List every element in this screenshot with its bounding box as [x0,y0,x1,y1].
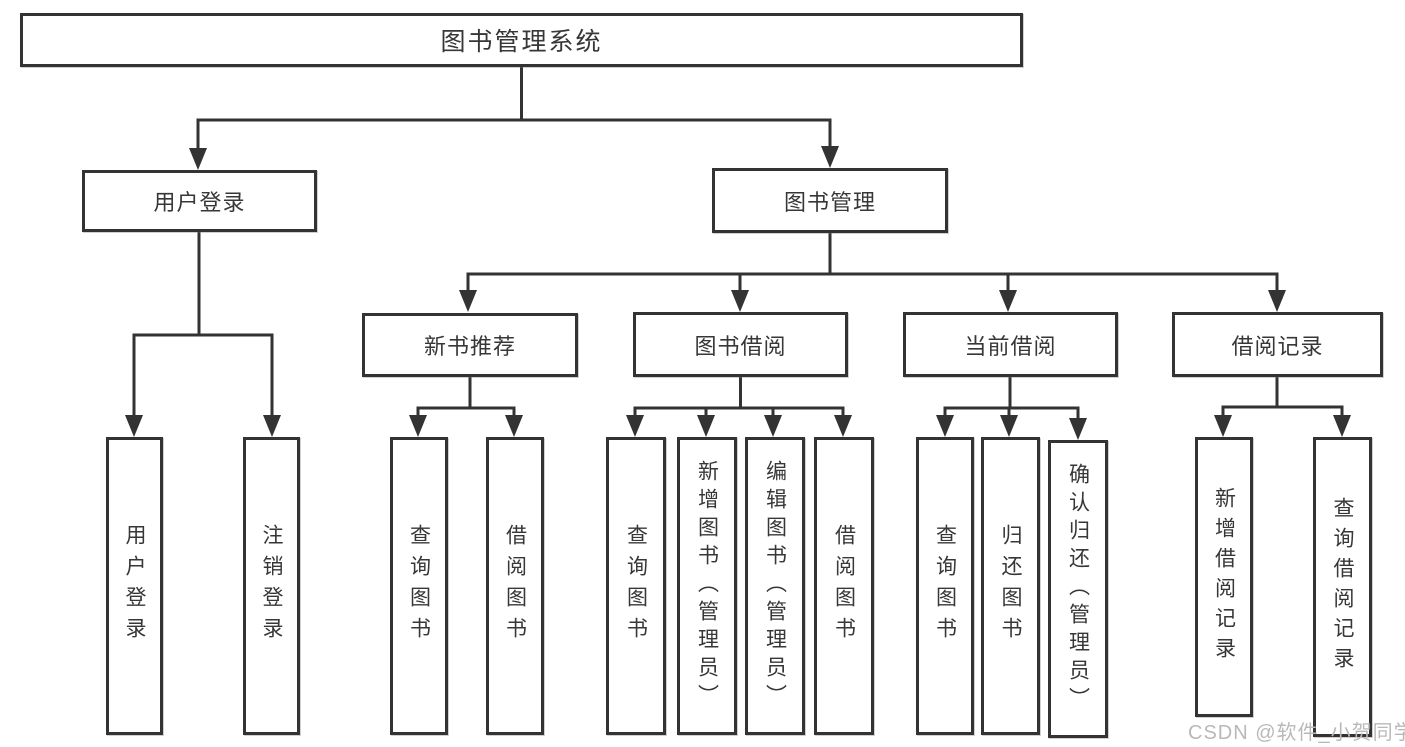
arrowheads [125,146,1351,440]
leaf-add-books-admin: 新增图书（管理员） [677,437,737,735]
leaf-logout-label: 注销登录 [260,524,283,648]
node-borrow-records-label: 借阅记录 [1231,333,1324,359]
node-user-login-label: 用户登录 [153,190,246,215]
node-book-management: 图书管理 [712,168,948,233]
leaf-borrow-query-books-label: 查询图书 [624,524,648,648]
leaf-current-query-books: 查询图书 [916,437,974,735]
node-book-management-label: 图书管理 [783,189,876,215]
leaf-borrow-borrow-books-label: 借阅图书 [832,524,856,648]
node-root: 图书管理系统 [20,13,1023,67]
leaf-edit-books-admin-label: 编辑图书（管理员） [763,460,787,712]
leaf-add-borrow-record: 新增借阅记录 [1195,437,1253,717]
connector-path [132,65,1344,420]
node-borrow-records: 借阅记录 [1172,312,1383,377]
leaf-newbook-borrow-books-label: 借阅图书 [503,524,527,648]
leaf-confirm-return-admin: 确认归还（管理员） [1048,440,1108,738]
leaf-query-borrow-record: 查询借阅记录 [1313,437,1372,737]
leaf-add-borrow-record-label: 新增借阅记录 [1212,487,1236,667]
leaf-query-borrow-record-label: 查询借阅记录 [1331,497,1354,677]
leaf-borrow-borrow-books: 借阅图书 [814,437,874,735]
leaf-add-books-admin-label: 新增图书（管理员） [695,460,719,712]
node-current-borrow-label: 当前借阅 [964,333,1057,359]
leaf-user-login-label: 用户登录 [123,524,146,648]
leaf-current-query-books-label: 查询图书 [933,524,957,648]
leaf-return-books-label: 归还图书 [999,524,1022,648]
leaf-return-books: 归还图书 [981,437,1040,735]
node-new-book-recommend: 新书推荐 [362,313,578,377]
leaf-edit-books-admin: 编辑图书（管理员） [745,437,805,735]
leaf-user-login: 用户登录 [106,437,163,735]
node-new-book-recommend-label: 新书推荐 [423,334,516,359]
node-book-borrow-label: 图书借阅 [694,333,787,359]
leaf-confirm-return-admin-label: 确认归还（管理员） [1066,463,1090,715]
node-user-login: 用户登录 [82,170,317,232]
leaf-borrow-query-books: 查询图书 [606,437,666,735]
node-book-borrow: 图书借阅 [633,312,848,377]
node-root-label: 图书管理系统 [440,28,603,56]
leaf-newbook-borrow-books: 借阅图书 [486,437,544,735]
leaf-newbook-query-books-label: 查询图书 [407,524,431,648]
leaf-newbook-query-books: 查询图书 [390,437,448,735]
node-current-borrow: 当前借阅 [903,312,1118,377]
leaf-logout: 注销登录 [243,437,300,735]
csdn-watermark: CSDN @软件_小贺同学 [1188,722,1405,744]
